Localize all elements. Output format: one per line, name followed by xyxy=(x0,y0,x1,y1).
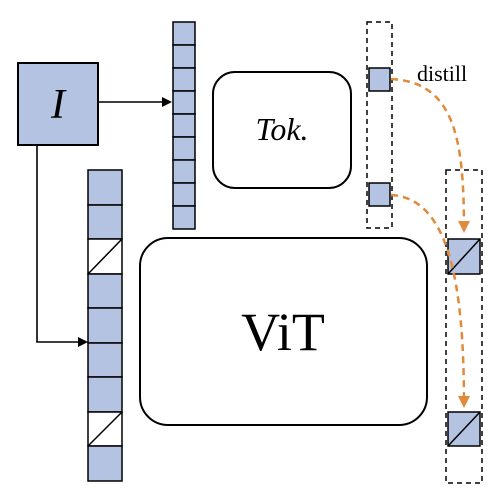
token xyxy=(172,182,196,207)
input-image-label: I xyxy=(50,82,67,128)
token xyxy=(87,169,123,206)
token xyxy=(87,445,123,482)
vit-label: ViT xyxy=(241,302,325,362)
vit-input-token-column xyxy=(87,169,123,482)
vit-output-column xyxy=(445,169,483,484)
tokenizer-output-token xyxy=(368,182,391,207)
distill-arrow-bottom xyxy=(390,193,470,408)
token xyxy=(87,307,123,344)
masked-token xyxy=(87,411,123,447)
token xyxy=(172,136,196,161)
vit-output-token xyxy=(447,238,481,275)
vit-output-token xyxy=(447,411,481,447)
token xyxy=(172,21,196,46)
tokenizer-output-token xyxy=(368,67,391,92)
token xyxy=(172,90,196,115)
token xyxy=(172,44,196,69)
masked-token xyxy=(87,238,123,275)
token xyxy=(87,273,123,309)
tokenizer-output-frame xyxy=(366,21,393,229)
tokenizer-node: Tok. xyxy=(212,71,352,189)
token xyxy=(87,376,123,413)
arrow-input-to-vit-tokens xyxy=(36,145,88,347)
token xyxy=(172,113,196,138)
token xyxy=(172,159,196,184)
token xyxy=(172,205,196,230)
vit-node: ViT xyxy=(139,237,428,426)
distill-label: distill xyxy=(417,61,467,86)
distill-arrow-top xyxy=(390,77,470,233)
token xyxy=(87,342,123,378)
input-image-node: I xyxy=(17,62,99,146)
tokenizer-label: Tok. xyxy=(255,111,308,147)
token xyxy=(172,67,196,92)
token xyxy=(87,204,123,240)
tokenizer-output-column xyxy=(366,21,393,229)
tokenizer-input-token-column xyxy=(172,21,196,230)
vit-output-frame xyxy=(445,169,483,484)
